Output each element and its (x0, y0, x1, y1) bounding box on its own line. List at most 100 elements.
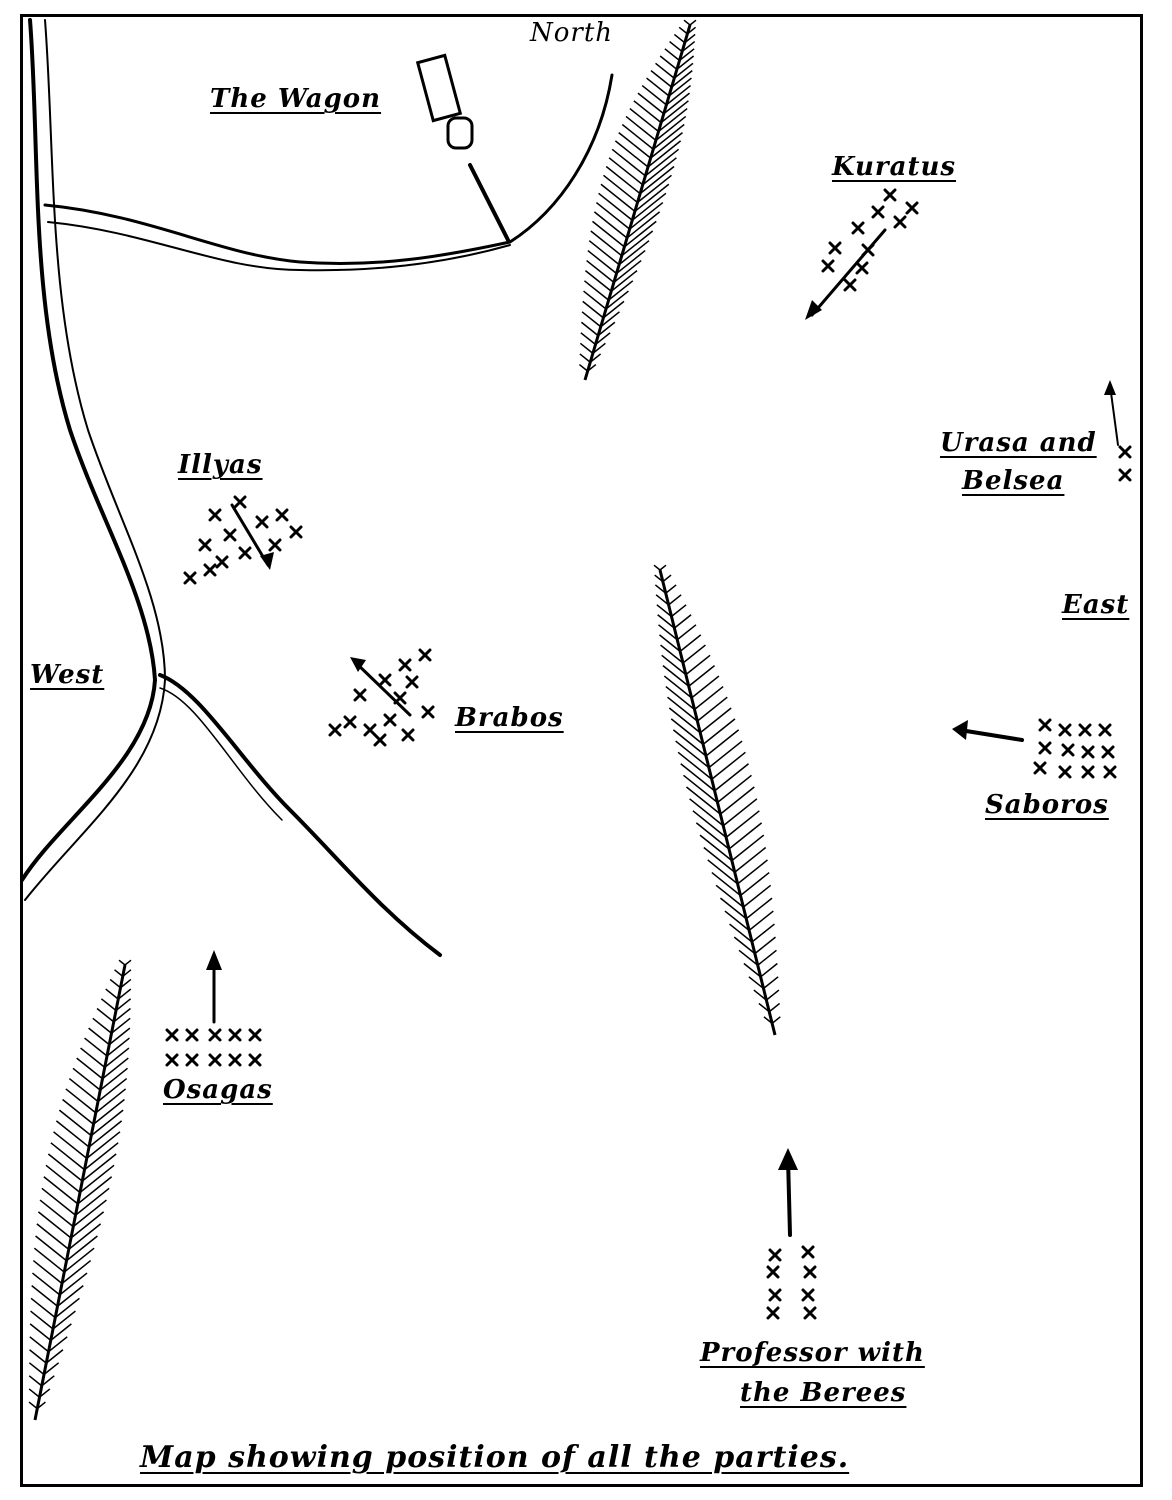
main-river-bank (24, 19, 167, 901)
party-member-mark (405, 675, 419, 689)
belsea-label: Belsea (962, 466, 1065, 496)
party-member-mark (851, 221, 865, 235)
party-member-mark (421, 705, 435, 719)
party-member-mark (343, 715, 357, 729)
wagon-arrow (468, 163, 510, 242)
party-member-mark (855, 261, 869, 275)
wagon-team-icon (446, 116, 474, 150)
party-member-mark (165, 1028, 179, 1042)
party-member-mark (223, 528, 237, 542)
kuratus-label: Kuratus (832, 152, 957, 182)
party-member-mark (801, 1288, 815, 1302)
party-member-mark (893, 215, 907, 229)
party-member-mark (821, 259, 835, 273)
party-member-mark (766, 1265, 780, 1279)
southeast-stream-bank (159, 687, 283, 821)
west-label: West (30, 660, 105, 690)
illyas-arrow (230, 503, 270, 567)
party-member-mark (185, 1053, 199, 1067)
berees-label: the Berees (740, 1378, 907, 1408)
map-border (20, 14, 1143, 1487)
party-member-mark (228, 1028, 242, 1042)
party-member-mark (1101, 745, 1115, 759)
party-member-mark (1038, 718, 1052, 732)
party-member-mark (215, 555, 229, 569)
north-stream-bank (47, 221, 511, 272)
center-ridge (653, 564, 781, 1036)
party-member-mark (1081, 745, 1095, 759)
party-member-mark (1103, 765, 1117, 779)
kuratus-arrow (810, 228, 887, 317)
party-member-mark (803, 1306, 817, 1320)
party-member-mark (418, 648, 432, 662)
party-member-mark (398, 658, 412, 672)
party-member-mark (255, 515, 269, 529)
brabos-party (328, 648, 435, 747)
arrowhead-icon (350, 657, 366, 672)
illyas-label: Illyas (178, 450, 263, 480)
party-member-mark (1118, 445, 1132, 459)
party-member-mark (208, 1028, 222, 1042)
party-member-mark (393, 691, 407, 705)
party-member-mark (165, 1053, 179, 1067)
map-caption: Map showing position of all the parties. (140, 1440, 850, 1475)
osagas-label: Osagas (163, 1075, 273, 1105)
arrowheads (206, 300, 1116, 1170)
party-member-mark (238, 546, 252, 560)
party-member-mark (233, 495, 247, 509)
parties (165, 188, 1132, 1320)
party-member-mark (843, 278, 857, 292)
north-ridge (578, 19, 697, 381)
party-member-mark (383, 713, 397, 727)
professor-arrow (786, 1156, 792, 1237)
party-member-mark (248, 1028, 262, 1042)
party-member-mark (378, 673, 392, 687)
party-member-mark (248, 1053, 262, 1067)
party-member-mark (1081, 765, 1095, 779)
wagon-icon (415, 53, 463, 123)
saboros-party (1033, 718, 1117, 779)
party-member-mark (1058, 723, 1072, 737)
party-member-mark (883, 188, 897, 202)
arrowhead-icon (805, 300, 822, 320)
party-member-mark (1098, 723, 1112, 737)
urasa-party (1118, 445, 1132, 482)
party-member-mark (275, 508, 289, 522)
brabos-arrow (353, 660, 412, 717)
professor-label: Professor with (700, 1338, 925, 1368)
ridges (28, 19, 781, 1421)
urasa-label: Urasa and (940, 428, 1097, 458)
arrowhead-icon (952, 720, 968, 740)
north-stream (43, 73, 614, 265)
party-member-mark (1038, 741, 1052, 755)
party-member-mark (353, 688, 367, 702)
party-member-mark (905, 201, 919, 215)
party-member-mark (208, 508, 222, 522)
arrowhead-icon (778, 1148, 798, 1170)
party-member-mark (766, 1306, 780, 1320)
berees-party (766, 1245, 817, 1320)
party-member-mark (1061, 743, 1075, 757)
arrowhead-icon (1104, 380, 1116, 395)
brabos-label: Brabos (455, 703, 564, 733)
main-river (20, 18, 158, 882)
party-member-mark (203, 563, 217, 577)
party-member-mark (268, 538, 282, 552)
party-member-mark (861, 243, 875, 257)
north-label: North (530, 18, 614, 48)
party-member-mark (803, 1265, 817, 1279)
southwest-ridge (28, 959, 132, 1421)
osagas-party (165, 1028, 262, 1067)
party-member-mark (1078, 723, 1092, 737)
east-label: East (1062, 590, 1130, 620)
party-member-mark (1118, 468, 1132, 482)
party-member-mark (185, 1028, 199, 1042)
wagon-label: The Wagon (210, 84, 382, 114)
party-member-mark (768, 1288, 782, 1302)
party-member-mark (871, 205, 885, 219)
party-member-mark (401, 728, 415, 742)
party-member-mark (768, 1248, 782, 1262)
saboros-label: Saboros (985, 790, 1109, 820)
